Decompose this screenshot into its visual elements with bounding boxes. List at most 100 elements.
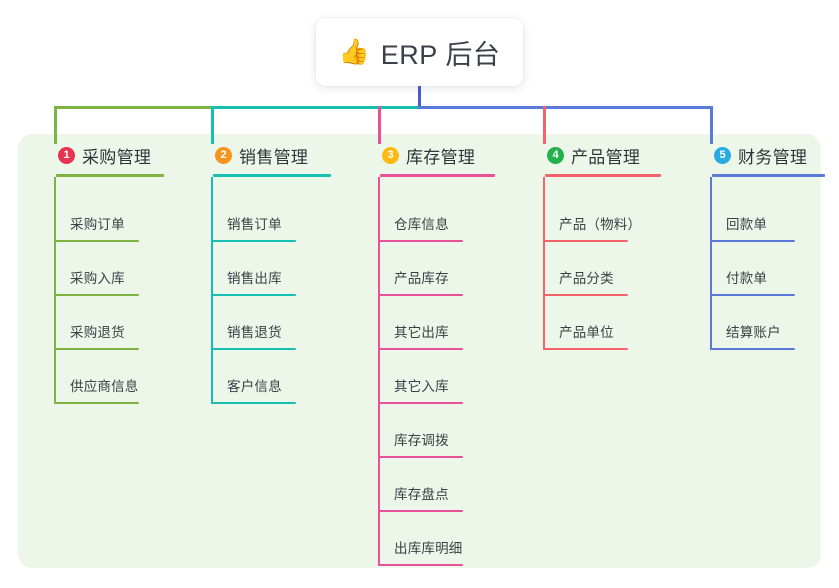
- leaf-underline: [378, 402, 463, 404]
- leaf-underline: [543, 294, 628, 296]
- branch-title-3: 库存管理: [406, 148, 476, 167]
- leaf-item[interactable]: 销售退货: [211, 296, 331, 350]
- leaf-item[interactable]: 仓库信息: [378, 188, 498, 242]
- branch-badge-4: 4: [547, 147, 564, 164]
- leaf-label: 产品分类: [559, 271, 614, 286]
- leaf-item[interactable]: 产品分类: [543, 242, 663, 296]
- branch-title-2: 销售管理: [239, 148, 309, 167]
- leaf-item[interactable]: 其它入库: [378, 350, 498, 404]
- branch-spine-2: [211, 177, 213, 404]
- branch-underline-3: [380, 174, 495, 177]
- branch-drop-1: [54, 106, 57, 144]
- leaf-label: 库存盘点: [394, 487, 449, 502]
- leaf-label: 其它出库: [394, 325, 449, 340]
- leaf-underline: [54, 240, 139, 242]
- leaf-underline: [211, 402, 296, 404]
- leaf-label: 销售退货: [227, 325, 282, 340]
- leaf-underline: [378, 240, 463, 242]
- leaf-item[interactable]: 其它出库: [378, 296, 498, 350]
- leaf-label: 仓库信息: [394, 217, 449, 232]
- branch-column-4: 4 产品管理产品（物料） 产品分类产品单位: [527, 143, 661, 350]
- leaf-item[interactable]: 客户信息: [211, 350, 331, 404]
- leaf-item[interactable]: 回款单: [710, 188, 830, 242]
- leaf-label: 回款单: [726, 217, 768, 232]
- leaf-item[interactable]: 库存调拨: [378, 404, 498, 458]
- branch-underline-5: [712, 174, 825, 177]
- branch-drop-2: [211, 106, 214, 144]
- root-title: ERP 后台: [380, 39, 501, 70]
- leaf-item[interactable]: 产品（物料）: [543, 188, 663, 242]
- leaf-label: 采购入库: [70, 271, 125, 286]
- leaf-underline: [543, 348, 628, 350]
- branch-spine-1: [54, 177, 56, 404]
- leaf-item[interactable]: 采购订单: [54, 188, 174, 242]
- leaf-label: 采购退货: [70, 325, 125, 340]
- branch-title-4: 产品管理: [571, 148, 641, 167]
- branch-badge-3: 3: [382, 147, 399, 164]
- branch-header-1[interactable]: 1 采购管理: [38, 143, 151, 168]
- leaf-underline: [710, 348, 795, 350]
- leaf-underline: [54, 294, 139, 296]
- branch-drop-3: [378, 106, 381, 144]
- branch-spine-4: [543, 177, 545, 350]
- branch-spine-5: [710, 177, 712, 350]
- leaf-item[interactable]: 结算账户: [710, 296, 830, 350]
- leaf-item[interactable]: 采购入库: [54, 242, 174, 296]
- branch-underline-2: [213, 174, 331, 177]
- branch-badge-5: 5: [714, 147, 731, 164]
- branch-title-1: 采购管理: [82, 148, 152, 167]
- leaf-label: 出库库明细: [394, 541, 463, 556]
- branch-header-2[interactable]: 2 销售管理: [195, 143, 308, 168]
- diagram-panel-background: [18, 134, 821, 568]
- bus-segment-2: [211, 106, 420, 109]
- leaf-underline: [710, 294, 795, 296]
- leaf-item[interactable]: 出库库明细: [378, 512, 498, 566]
- branch-drop-4: [543, 106, 546, 144]
- branch-spine-3: [378, 177, 380, 566]
- leaf-underline: [378, 348, 463, 350]
- branch-header-4[interactable]: 4 产品管理: [527, 143, 640, 168]
- leaf-underline: [211, 348, 296, 350]
- branch-column-2: 2 销售管理销售订单销售出库销售退货客户信息: [195, 143, 331, 404]
- leaf-underline: [378, 510, 463, 512]
- leaf-underline: [54, 402, 139, 404]
- branch-header-3[interactable]: 3 库存管理: [362, 143, 475, 168]
- leaf-label: 付款单: [726, 271, 768, 286]
- leaf-item[interactable]: 采购退货: [54, 296, 174, 350]
- leaf-item[interactable]: 供应商信息: [54, 350, 174, 404]
- leaf-label: 客户信息: [227, 379, 282, 394]
- leaf-item[interactable]: 产品库存: [378, 242, 498, 296]
- leaf-underline: [378, 456, 463, 458]
- leaf-underline: [378, 294, 463, 296]
- leaf-label: 产品单位: [559, 325, 614, 340]
- leaf-underline: [710, 240, 795, 242]
- branch-badge-2: 2: [215, 147, 232, 164]
- leaf-item[interactable]: 付款单: [710, 242, 830, 296]
- leaf-item[interactable]: 销售出库: [211, 242, 331, 296]
- branch-underline-4: [545, 174, 661, 177]
- branch-badge-1: 1: [58, 147, 75, 164]
- root-node[interactable]: 👍 ERP 后台: [316, 18, 523, 86]
- leaf-label: 产品库存: [394, 271, 449, 286]
- branch-underline-1: [56, 174, 164, 177]
- leaf-underline: [54, 348, 139, 350]
- leaf-item[interactable]: 产品单位: [543, 296, 663, 350]
- branch-column-3: 3 库存管理仓库信息产品库存其它出库其它入库库存调拨库存盘点出库库明细: [362, 143, 495, 566]
- leaf-label: 库存调拨: [394, 433, 449, 448]
- bus-segment-3: [418, 106, 713, 109]
- thumbs-up-icon: 👍: [338, 37, 370, 66]
- root-stem-line: [418, 86, 421, 109]
- leaf-label: 产品（物料）: [559, 217, 642, 232]
- leaf-label: 采购订单: [70, 217, 125, 232]
- branch-drop-5: [710, 106, 713, 144]
- leaf-item[interactable]: 库存盘点: [378, 458, 498, 512]
- leaf-item[interactable]: 销售订单: [211, 188, 331, 242]
- leaf-label: 结算账户: [726, 325, 781, 340]
- leaf-label: 销售出库: [227, 271, 282, 286]
- leaf-label: 销售订单: [227, 217, 282, 232]
- leaf-underline: [211, 240, 296, 242]
- leaf-underline: [543, 240, 628, 242]
